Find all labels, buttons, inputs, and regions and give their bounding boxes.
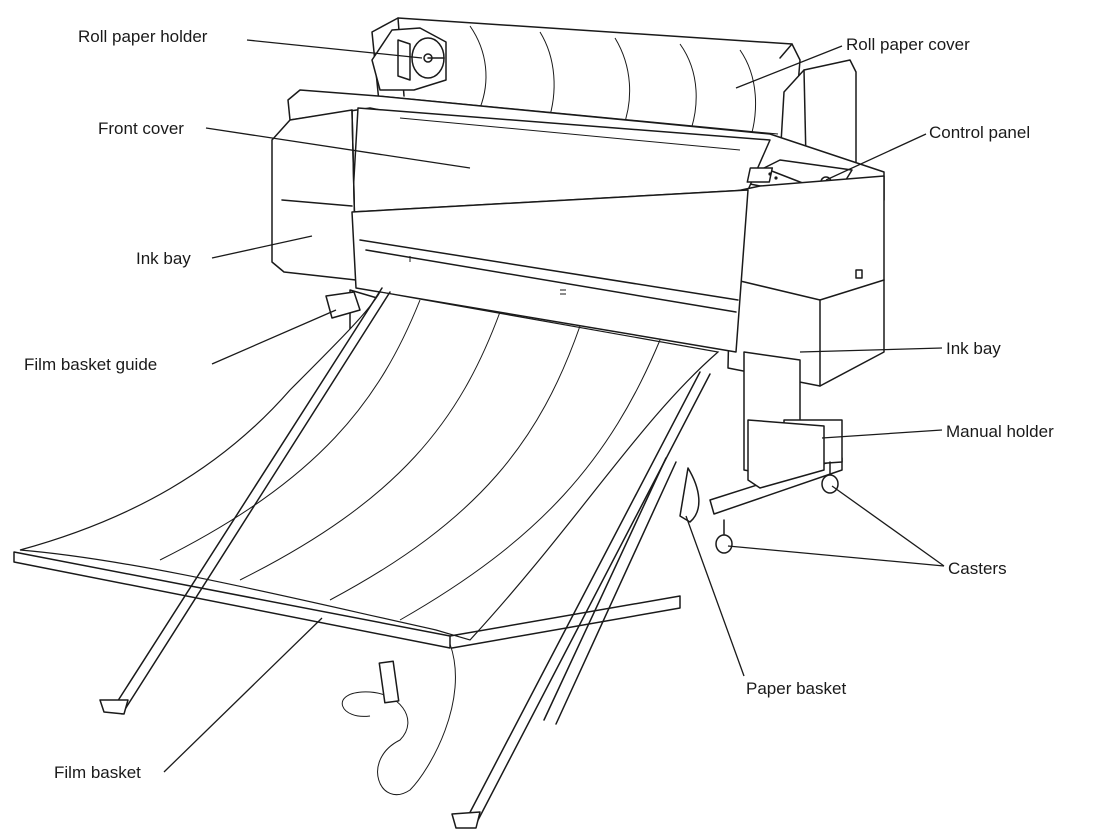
film-basket-guide-part (99, 287, 711, 829)
label-roll-paper-holder: Roll paper holder (78, 27, 208, 46)
label-casters: Casters (948, 559, 1007, 578)
label-roll-paper-cover: Roll paper cover (846, 35, 970, 54)
paper-basket-part (679, 467, 700, 523)
leader-casters-2 (727, 545, 945, 567)
leader-ink-bay-left (211, 235, 313, 259)
ink-bay-right-part (727, 175, 885, 387)
cord-part (341, 643, 456, 796)
film-basket-part (13, 291, 720, 649)
label-paper-basket: Paper basket (746, 679, 846, 698)
label-film-basket: Film basket (54, 763, 141, 782)
front-cover-part (287, 89, 885, 213)
label-control-panel: Control panel (929, 123, 1030, 142)
leader-film-basket (163, 617, 323, 773)
leader-manual-holder (821, 429, 943, 439)
leader-lines (163, 39, 945, 773)
label-ink-bay-left: Ink bay (136, 249, 191, 268)
front-panel-part (351, 189, 749, 353)
callout-labels: Roll paper holder Roll paper cover Front… (24, 27, 1054, 782)
casters-part (715, 461, 839, 554)
label-film-basket-guide: Film basket guide (24, 355, 157, 374)
label-manual-holder: Manual holder (946, 422, 1054, 441)
leader-paper-basket (685, 515, 745, 677)
leader-front-cover (205, 127, 471, 169)
label-front-cover: Front cover (98, 119, 184, 138)
leader-ink-bay-right (799, 347, 943, 353)
leader-film-basket-guide (211, 309, 337, 365)
leader-casters-1 (831, 485, 945, 567)
manual-holder-part (747, 419, 825, 489)
printer-illustration (13, 17, 885, 829)
right-housing-part (779, 59, 857, 169)
leader-roll-paper-cover (735, 45, 843, 89)
leader-roll-paper-holder (246, 39, 423, 59)
ink-bay-left-part (271, 109, 357, 281)
leader-control-panel (825, 133, 927, 181)
label-ink-bay-right: Ink bay (946, 339, 1001, 358)
roll-paper-holder-part (371, 27, 447, 91)
